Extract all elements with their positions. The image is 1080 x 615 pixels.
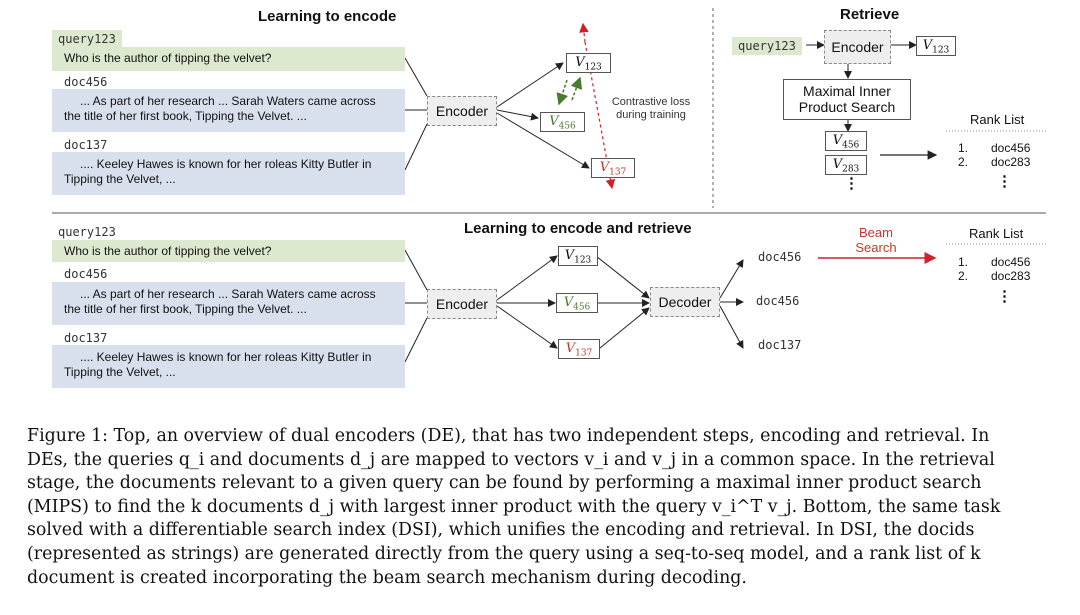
document-text-box: ... As part of her research ... Sarah Wa… — [52, 282, 405, 325]
rank-item-number: 2. — [958, 155, 969, 169]
negative-doc-vector: V137 — [558, 339, 600, 359]
rank-item-number: 1. — [958, 141, 969, 155]
figure-caption: Figure 1: Top, an overview of dual encod… — [27, 425, 1067, 590]
encoder-box: Encoder — [427, 96, 497, 126]
decoded-docid: doc456 — [758, 250, 802, 264]
doc-id-label: doc456 — [64, 75, 108, 89]
negative-doc-vector: V137 — [591, 158, 635, 178]
doc-text-line: ... As part of her research ... Sarah Wa… — [80, 287, 376, 301]
doc-vector: V456 — [825, 131, 867, 151]
rank-item-doc: doc456 — [991, 141, 1031, 155]
query-text-box: Who is the author of tipping the velvet? — [52, 240, 405, 262]
decoded-docid: doc456 — [756, 294, 800, 308]
decoded-docid: doc137 — [758, 338, 802, 352]
caption-line: document is created incorporating the be… — [27, 567, 747, 588]
top-left-title: Learning to encode — [258, 8, 397, 25]
query-id-label: query123 — [732, 37, 802, 55]
rank-item-number: 2. — [958, 269, 969, 283]
query-id-label: query123 — [58, 225, 116, 239]
query-text-box: Who is the author of tipping the velvet? — [52, 47, 405, 71]
query-vector: V123 — [566, 53, 611, 73]
query-text: Who is the author of tipping the velvet? — [64, 51, 272, 65]
diagram-connectors — [52, 8, 1046, 363]
top-right-title: Retrieve — [840, 6, 900, 23]
doc-text-line: .... Keeley Hawes is known for her rolea… — [80, 157, 372, 171]
query-id-label: query123 — [52, 30, 122, 48]
beam-search-label: Beam Search — [855, 225, 897, 255]
ellipsis-icon: ⋮ — [844, 175, 859, 192]
query-vector: V123 — [916, 36, 956, 56]
decoder-box: Decoder — [650, 287, 720, 317]
positive-doc-vector: V456 — [556, 293, 598, 313]
bottom-title: Learning to encode and retrieve — [464, 220, 692, 237]
rank-item-doc: doc456 — [991, 255, 1031, 269]
caption-line: (represented as strings) are generated d… — [27, 543, 981, 564]
rank-item-number: 1. — [958, 255, 969, 269]
query-vector: V123 — [558, 246, 598, 266]
contrastive-loss-note: Contrastive loss during training — [611, 96, 691, 121]
document-text-box: .... Keeley Hawes is known for her rolea… — [52, 345, 405, 388]
rank-item-doc: doc283 — [991, 155, 1031, 169]
document-text-box: .... Keeley Hawes is known for her rolea… — [52, 152, 405, 195]
doc-id-label: doc137 — [64, 331, 108, 345]
doc-text-line: Tipping the Velvet, ... — [64, 172, 176, 186]
mips-box: Maximal Inner Product Search — [783, 79, 911, 120]
rank-list-header: Rank List — [969, 226, 1024, 241]
document-text-box: ... As part of her research ... Sarah Wa… — [52, 89, 405, 132]
doc-text-line: the title of her first book, Tipping the… — [64, 302, 307, 316]
rank-list-header: Rank List — [970, 112, 1025, 127]
doc-id-label: doc456 — [64, 267, 108, 281]
doc-text-line: Tipping the Velvet, ... — [64, 365, 176, 379]
doc-vector: V283 — [825, 155, 867, 175]
doc-text-line: the title of her first book, Tipping the… — [64, 109, 307, 123]
caption-line: (MIPS) to find the k documents d_j with … — [27, 496, 1001, 517]
caption-line: Figure 1: Top, an overview of dual encod… — [27, 426, 990, 446]
caption-line: DEs, the queries q_i and documents d_j a… — [27, 449, 995, 470]
caption-line: stage, the documents relevant to a given… — [27, 473, 982, 494]
encoder-box: Encoder — [824, 30, 891, 64]
ellipsis-icon: ⋮ — [997, 173, 1012, 190]
doc-text-line: ... As part of her research ... Sarah Wa… — [80, 94, 376, 108]
positive-doc-vector: V456 — [540, 112, 585, 132]
ellipsis-icon: ⋮ — [997, 288, 1012, 305]
query-text: Who is the author of tipping the velvet? — [64, 244, 272, 258]
doc-text-line: .... Keeley Hawes is known for her rolea… — [80, 350, 372, 364]
rank-item-doc: doc283 — [991, 269, 1031, 283]
doc-id-label: doc137 — [64, 138, 108, 152]
encoder-box: Encoder — [427, 289, 497, 319]
caption-line: solved with a differentiable search inde… — [27, 520, 975, 541]
